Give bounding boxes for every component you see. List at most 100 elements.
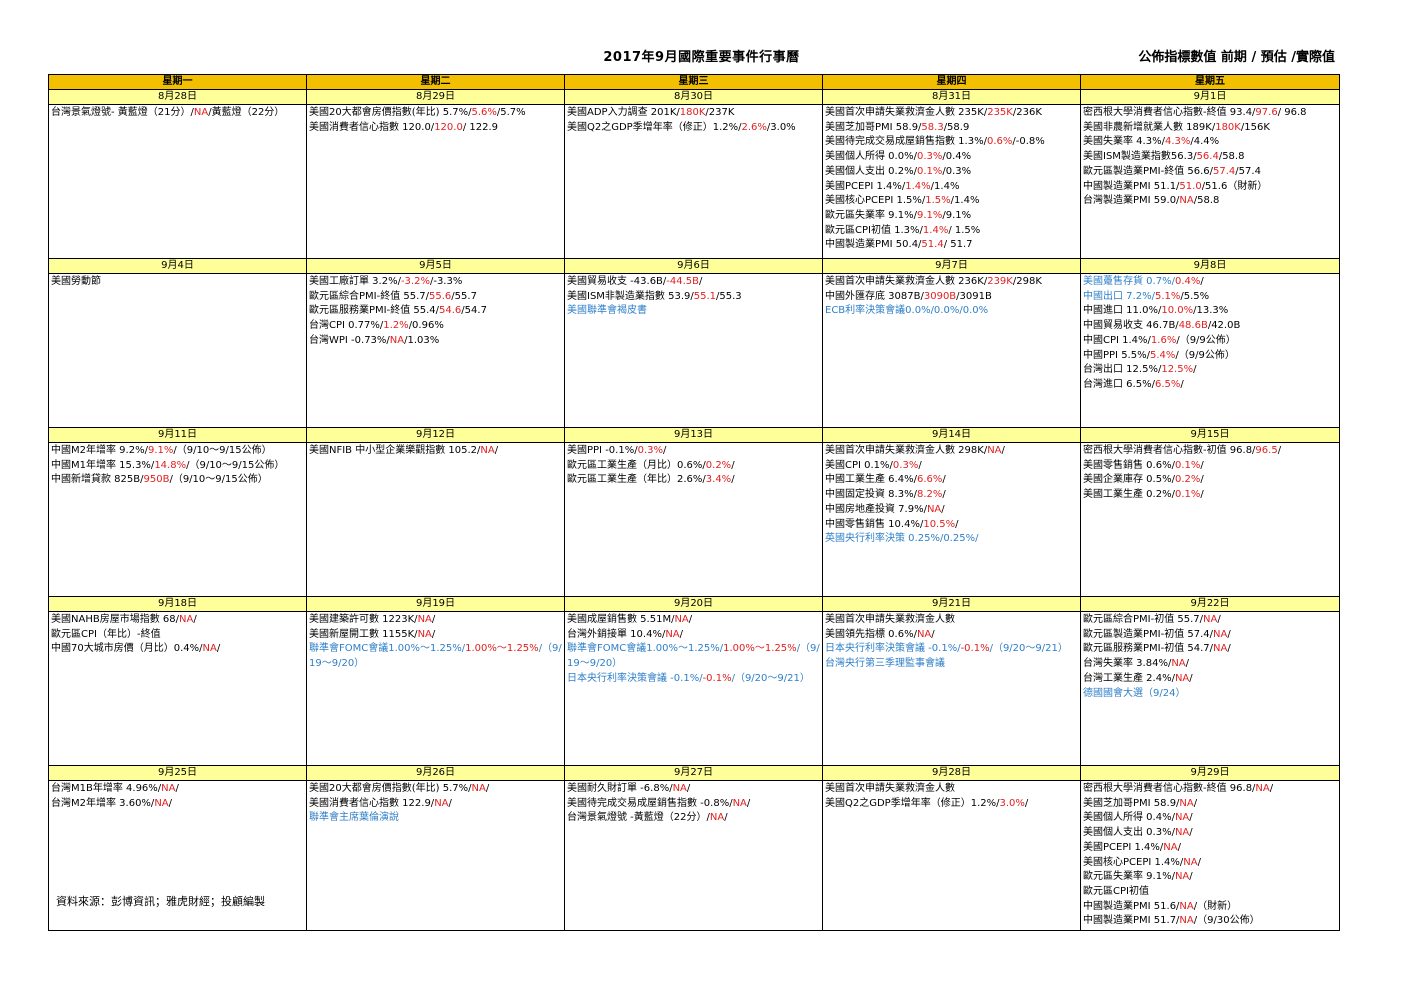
day-date: 9月4日: [48, 258, 307, 274]
event-text: 美國成屋銷售數 5.51M/: [567, 614, 675, 625]
day-date: 9月25日: [48, 765, 307, 781]
event-text: /55.3: [716, 290, 742, 302]
event-line: 中國零售銷售 10.4%/10.5%/: [825, 518, 1078, 533]
event-text: /: [1217, 614, 1221, 625]
forecast-value: NA: [672, 783, 687, 794]
day-events: 美國耐久財訂單 -6.8%/NA/美國待完成交易成屋銷售指數 -0.8%/NA/…: [565, 781, 822, 932]
day-cell: 美國NAHB房屋市場指數 68/NA/歐元區CPI（年比）-終值中國70大城市房…: [48, 611, 307, 766]
event-text: /: [1197, 856, 1201, 868]
event-text: 中國70大城市房價（月比）0.4%/: [51, 643, 203, 655]
event-line: 台灣WPI -0.73%/NA/1.03%: [309, 334, 562, 349]
event-text: 美國芝加哥PMI 58.9/: [1083, 797, 1180, 809]
event-text: 歐元區服務業PMI-初值 54.7/: [1083, 643, 1214, 655]
event-line: 中國固定投資 8.3%/8.2%/: [825, 488, 1078, 503]
event-line: 台灣景氣燈號- 黃藍燈（21分）/NA/黃藍燈（22分）: [51, 106, 304, 121]
day-events: 歐元區綜合PMI-初值 55.7/NA/歐元區製造業PMI-初值 57.4/NA…: [1081, 612, 1339, 767]
event-text: /: [1177, 841, 1181, 853]
event-line: 歐元區工業生產（月比）0.6%/0.2%/: [567, 459, 820, 474]
event-text: /58.8: [1193, 195, 1220, 207]
event-text: /4.4%: [1190, 136, 1220, 148]
event-text: /: [686, 783, 691, 794]
event-line: 美國首次申請失業救濟金人數 298K/NA/: [825, 444, 1078, 459]
event-text: /: [699, 276, 703, 287]
event-text: /（9/30公佈）: [1193, 915, 1260, 927]
event-text: /1.03%: [404, 334, 440, 346]
forecast-value: 5.6%: [471, 107, 497, 118]
day-events: 美國20大都會房價指數(年比) 5.7%/NA/美國消費者信心指數 122.9/…: [307, 781, 564, 932]
event-line: 美國躉售存貨 0.7%/0.4%/: [1083, 275, 1337, 290]
event-line: 美國ISM製造業指數56.3/56.4/58.8: [1083, 150, 1337, 165]
day-date: 9月11日: [48, 427, 307, 443]
event-line: 台灣出口 12.5%/12.5%/: [1083, 363, 1337, 378]
event-line: 中國房地產投資 7.9%/NA/: [825, 503, 1078, 518]
page-title: 2017年9月國際重要事件行事曆: [603, 50, 800, 65]
event-text: 美國首次申請失業救濟金人數: [825, 783, 955, 794]
forecast-value: 10.0%: [1161, 305, 1194, 317]
event-text: 德國國會大選（9/24）: [1083, 687, 1186, 699]
event-text: 美國非農新增就業人數 189K/: [1083, 121, 1216, 133]
forecast-value: NA: [1174, 871, 1190, 883]
event-text: /3.0%: [766, 121, 796, 133]
forecast-value: NA: [1174, 672, 1190, 684]
event-text: 台灣出口 12.5%/: [1083, 364, 1162, 376]
forecast-value: NA: [1179, 900, 1194, 912]
event-text: 美國個人支出 0.3%/: [1083, 827, 1175, 839]
event-text: 中國進口 11.0%/: [1083, 305, 1162, 317]
event-text: /0.4%: [942, 151, 972, 163]
forecast-value: 950B: [143, 474, 170, 486]
event-text: /（9/20～9/21）: [731, 672, 810, 684]
forecast-value: NA: [161, 783, 176, 794]
forecast-value: NA: [178, 614, 194, 625]
event-text: 美國20大都會房價指數(年比) 5.7%/: [309, 107, 472, 118]
day-events: 密西根大學消費者信心指數-初值 96.8/96.5/美國零售銷售 0.6%/0.…: [1081, 443, 1339, 598]
day-cell: 中國M2年增率 9.2%/9.1%/（9/10～9/15公佈）中國M1年增率 1…: [48, 442, 307, 597]
forecast-value: 120.0: [434, 121, 463, 133]
forecast-value: 9.1%: [916, 209, 943, 221]
day-date: 9月5日: [306, 258, 565, 274]
day-events: 美國成屋銷售數 5.51M/NA/台灣外銷接單 10.4%/NA/聯準會FOMC…: [565, 612, 822, 767]
event-line: 美國待完成交易成屋銷售指數 -0.8%/NA/: [567, 797, 820, 812]
event-text: 密西根大學消費者信心指數-初值 96.8/: [1083, 445, 1256, 456]
forecast-value: 58.3: [921, 121, 944, 133]
event-line: 中國製造業PMI 51.6/NA/（財新）: [1083, 900, 1337, 915]
event-text: /236K: [1012, 107, 1042, 118]
event-text: /237K: [705, 107, 735, 118]
event-text: 歐元區CPI初值: [1083, 885, 1149, 897]
event-text: / 122.9: [462, 121, 499, 133]
event-line: 美國待完成交易成屋銷售指數 1.3%/0.6%/-0.8%: [825, 135, 1078, 150]
event-line: 美國成屋銷售數 5.51M/NA/: [567, 613, 820, 628]
forecast-value: 5.4%: [1149, 349, 1176, 361]
forecast-value: 239K: [987, 276, 1013, 287]
day-cell: 美國首次申請失業救濟金人數美國Q2之GDP季增年率（修正）1.2%/3.0%/: [822, 779, 1081, 932]
event-text: /: [955, 518, 959, 530]
day-cell: 美國20大都會房價指數(年比) 5.7%/5.6%/5.7%美國消費者信心指數 …: [306, 104, 565, 259]
event-text: 美國ISM非製造業指數 53.9/: [567, 290, 694, 302]
event-line: 美國PCEPI 1.4%/1.4%/1.4%: [825, 180, 1078, 195]
event-text: /: [1024, 797, 1029, 809]
event-text: 美國首次申請失業救濟金人數 235K/: [825, 107, 988, 118]
event-text: /: [731, 459, 735, 471]
event-text: /: [942, 489, 946, 501]
forecast-value: NA: [709, 812, 725, 824]
day-date: 8月28日: [48, 89, 307, 105]
event-text: 中國外匯存底 3087B/: [825, 290, 924, 302]
forecast-value: 0.2%: [705, 459, 732, 471]
event-line: 台灣進口 6.5%/6.5%/: [1083, 378, 1337, 393]
day-cell: 美國20大都會房價指數(年比) 5.7%/NA/美國消費者信心指數 122.9/…: [306, 779, 565, 932]
event-text: /298K: [1012, 276, 1042, 287]
event-text: /: [1185, 658, 1190, 670]
day-cell: 美國PPI -0.1%/0.3%/歐元區工業生產（月比）0.6%/0.2%/歐元…: [564, 442, 823, 597]
event-line: 美國CPI 0.1%/0.3%/: [825, 459, 1078, 474]
event-line: 美國Q2之GDP季增年率（修正）1.2%/2.6%/3.0%: [567, 121, 820, 136]
event-text: 美國零售銷售 0.6%/: [1083, 459, 1175, 471]
forecast-value: 48.6B: [1178, 320, 1208, 332]
event-line: 美國失業率 4.3%/4.3%/4.4%: [1083, 135, 1337, 150]
event-text: 中國固定投資 8.3%/: [825, 489, 917, 501]
forecast-value: 235K: [987, 107, 1013, 118]
forecast-value: -0.1%: [960, 643, 990, 655]
event-text: 台灣M1B年增率 4.96%/: [51, 783, 162, 794]
forecast-value: NA: [1179, 797, 1194, 809]
event-text: /: [1227, 643, 1231, 655]
